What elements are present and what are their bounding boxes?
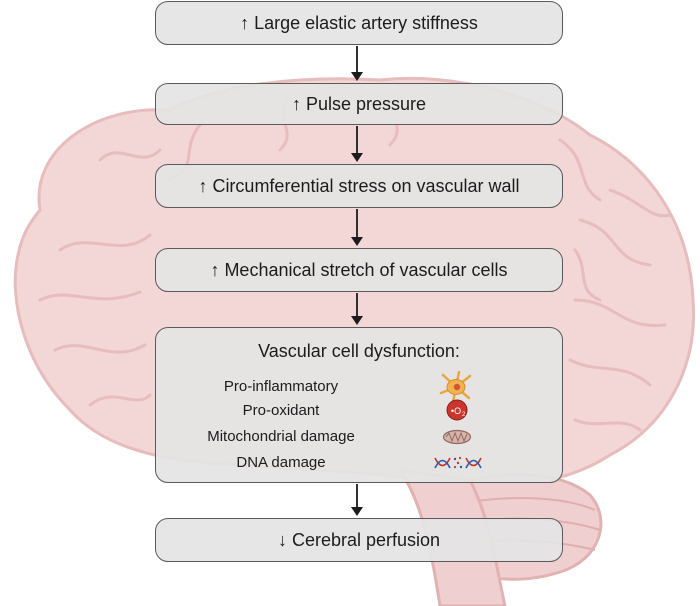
step-mechanical-stretch: ↑ Mechanical stretch of vascular cells (155, 248, 563, 292)
svg-text:•O: •O (451, 406, 461, 416)
vascular-dysfunction-box: Vascular cell dysfunction: Pro-inflammat… (155, 327, 563, 483)
arrow-2 (351, 126, 363, 162)
dysfunction-item-pro-inflammatory: Pro-inflammatory (223, 378, 339, 395)
dysfunction-item-pro-oxidant: Pro-oxidant (242, 402, 320, 419)
step-artery-stiffness: ↑ Large elastic artery stiffness (155, 1, 563, 45)
dysfunction-item-mitochondrial-damage: Mitochondrial damage (207, 428, 355, 445)
activated-cell-icon (439, 371, 472, 403)
outcome-cerebral-perfusion: ↓ Cerebral perfusion (155, 518, 563, 562)
arrow-3 (351, 209, 363, 246)
dysfunction-title: Vascular cell dysfunction: (258, 341, 460, 361)
step-label: ↑ Circumferential stress on vascular wal… (198, 175, 520, 196)
broken-dna-icon (434, 456, 482, 469)
step-label: ↑ Pulse pressure (291, 93, 427, 114)
superoxide-icon: •O 2 (446, 399, 468, 421)
step-pulse-pressure: ↑ Pulse pressure (155, 83, 563, 125)
step-label: ↑ Mechanical stretch of vascular cells (210, 259, 508, 280)
dysfunction-item-dna-damage: DNA damage (236, 454, 326, 471)
step-label: ↑ Large elastic artery stiffness (240, 12, 478, 33)
mitochondrion-icon (442, 429, 472, 445)
svg-text:2: 2 (462, 412, 466, 418)
arrow-5 (351, 484, 363, 516)
arrow-1 (351, 46, 363, 81)
outcome-label: ↓ Cerebral perfusion (277, 529, 441, 550)
arrow-4 (351, 293, 363, 325)
step-circumferential-stress: ↑ Circumferential stress on vascular wal… (155, 164, 563, 208)
